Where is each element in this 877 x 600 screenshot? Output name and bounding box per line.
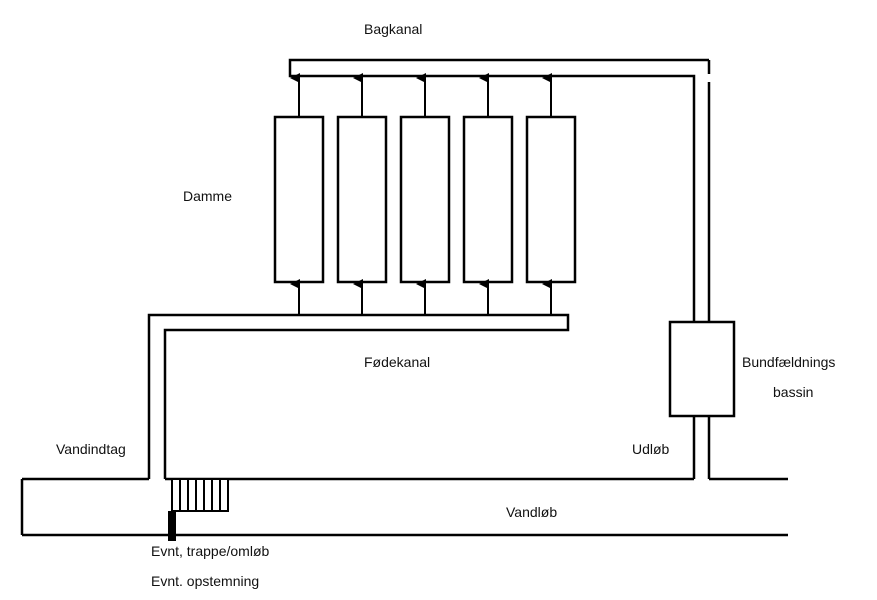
pond-3 (399, 115, 451, 284)
label-trappe: Evnt, trappe/omløb (151, 543, 269, 559)
label-fodekanal: Fødekanal (364, 354, 430, 370)
weir (168, 511, 176, 541)
pond-5 (525, 115, 577, 284)
pond-4 (462, 115, 514, 284)
label-bundfaeldning-1: Bundfældnings (742, 354, 835, 370)
label-bundfaeldning-2: bassin (773, 384, 813, 400)
settling-basin (668, 320, 736, 418)
label-bagkanal: Bagkanal (364, 21, 422, 37)
ponds-group (273, 73, 577, 315)
label-damme: Damme (183, 188, 232, 204)
label-vandlob: Vandløb (506, 504, 557, 520)
pond-2 (336, 115, 388, 284)
label-udlob: Udløb (632, 441, 670, 457)
label-opstemning: Evnt. opstemning (151, 573, 259, 589)
fodekanal-channel (147, 313, 570, 479)
fish-ladder (171, 478, 229, 512)
label-vandindtag: Vandindtag (56, 441, 126, 457)
pond-1 (273, 115, 325, 284)
